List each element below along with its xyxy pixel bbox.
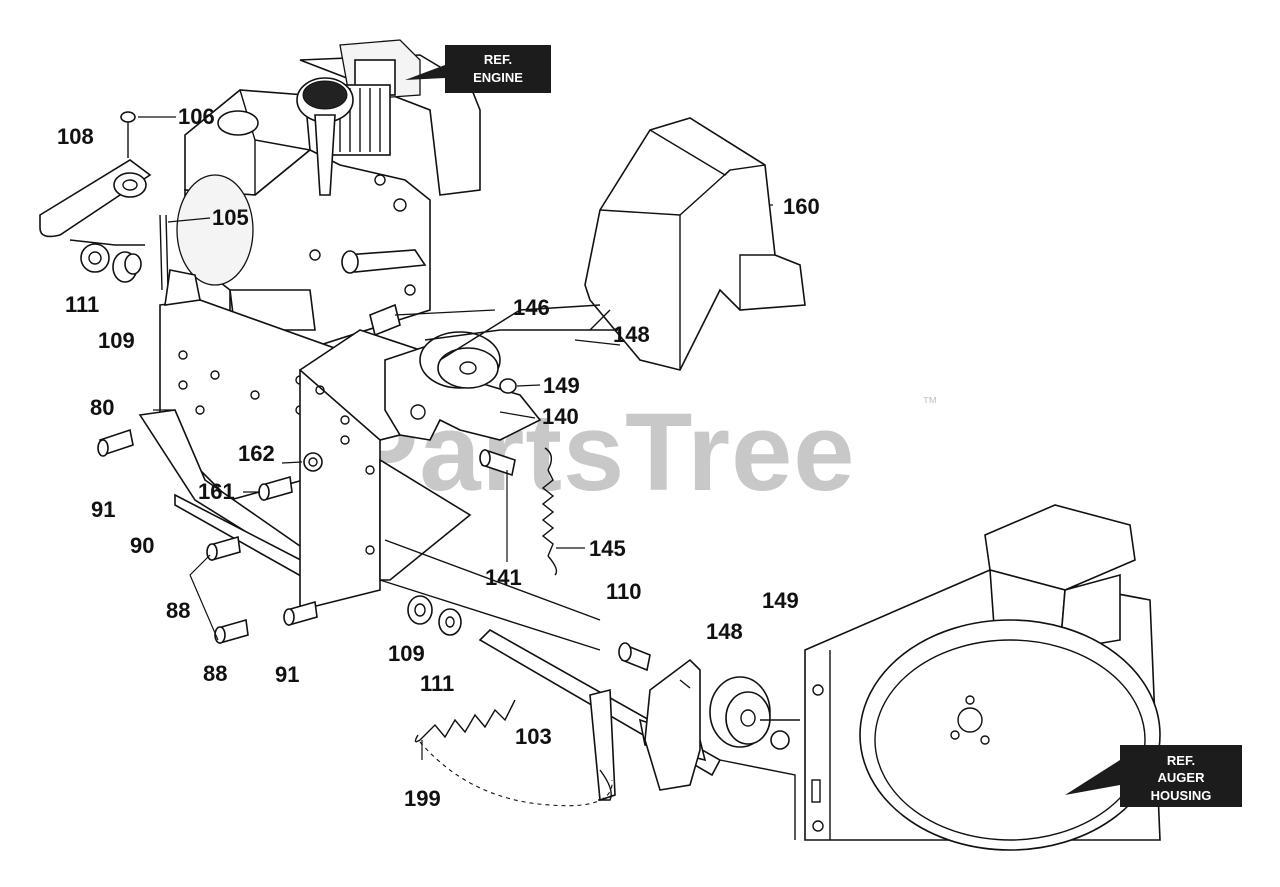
label-145[interactable]: 145 xyxy=(589,536,626,561)
washer-111-left xyxy=(80,243,110,273)
belt-cover-160 xyxy=(584,117,806,371)
label-148-upper[interactable]: 148 xyxy=(613,322,650,347)
label-140[interactable]: 140 xyxy=(542,404,579,429)
washer-111-lower xyxy=(438,608,462,636)
label-88-upper[interactable]: 88 xyxy=(166,598,190,623)
auger-housing xyxy=(804,504,1161,851)
label-148-lower[interactable]: 148 xyxy=(706,619,743,644)
label-88-lower[interactable]: 88 xyxy=(203,661,227,686)
trademark-symbol: ™ xyxy=(922,395,938,412)
cable-route-dashed xyxy=(419,741,613,807)
label-160[interactable]: 160 xyxy=(783,194,820,219)
label-141[interactable]: 141 xyxy=(485,565,522,590)
clevis-pin-106 xyxy=(120,111,136,158)
spring-145 xyxy=(541,447,558,576)
bushing-109-left xyxy=(112,251,142,283)
idler-pulley-148-upper xyxy=(419,331,501,389)
label-106[interactable]: 106 xyxy=(178,104,215,129)
bolt-88-upper xyxy=(206,535,241,562)
ref-auger-line2: AUGER xyxy=(1158,770,1206,785)
bolt-91-lower xyxy=(283,600,318,627)
ref-auger-line3: HOUSING xyxy=(1151,788,1212,803)
cotter-pin-105 xyxy=(159,214,169,291)
hitch-bracket-108 xyxy=(39,159,152,246)
nut-149-lower xyxy=(770,730,790,750)
ref-engine-line2: ENGINE xyxy=(473,70,523,85)
label-91-lower[interactable]: 91 xyxy=(275,662,299,687)
label-149-upper[interactable]: 149 xyxy=(543,373,580,398)
nut-149-upper xyxy=(499,378,517,394)
spring-199 xyxy=(414,699,516,743)
label-108[interactable]: 108 xyxy=(57,124,94,149)
engine-illustration xyxy=(176,39,481,346)
bolt-88-lower xyxy=(214,618,249,645)
label-109-lower[interactable]: 109 xyxy=(388,641,425,666)
label-leader-lines xyxy=(138,116,773,760)
bolt-141 xyxy=(479,448,516,477)
label-105[interactable]: 105 xyxy=(212,205,249,230)
pulley-148-lower xyxy=(709,676,771,748)
bolt-91-upper xyxy=(97,428,134,457)
label-91-upper[interactable]: 91 xyxy=(91,497,115,522)
label-149-lower[interactable]: 149 xyxy=(762,588,799,613)
label-110[interactable]: 110 xyxy=(606,579,642,604)
ref-auger-housing-callout: REF. AUGER HOUSING xyxy=(1065,745,1242,807)
label-90[interactable]: 90 xyxy=(130,533,154,558)
ref-engine-line1: REF. xyxy=(484,52,512,67)
bushing-109-lower xyxy=(407,595,433,625)
ref-engine-callout: REF. ENGINE xyxy=(405,45,551,93)
label-111-left[interactable]: 111 xyxy=(65,292,99,317)
pulley-bracket xyxy=(644,658,701,791)
label-146[interactable]: 146 xyxy=(513,295,550,320)
label-111-lower[interactable]: 111 xyxy=(420,671,454,696)
bolt-161 xyxy=(258,475,293,502)
label-80[interactable]: 80 xyxy=(90,395,114,420)
label-161[interactable]: 161 xyxy=(198,479,235,504)
washer-162 xyxy=(303,452,323,472)
label-162[interactable]: 162 xyxy=(238,441,275,466)
label-199[interactable]: 199 xyxy=(404,786,441,811)
label-109-left[interactable]: 109 xyxy=(98,328,135,353)
label-103[interactable]: 103 xyxy=(515,724,552,749)
bolt-110 xyxy=(618,642,651,672)
part-labels: 106 108 105 111 109 80 91 162 161 90 88 … xyxy=(57,104,820,811)
ref-auger-line1: REF. xyxy=(1167,753,1195,768)
